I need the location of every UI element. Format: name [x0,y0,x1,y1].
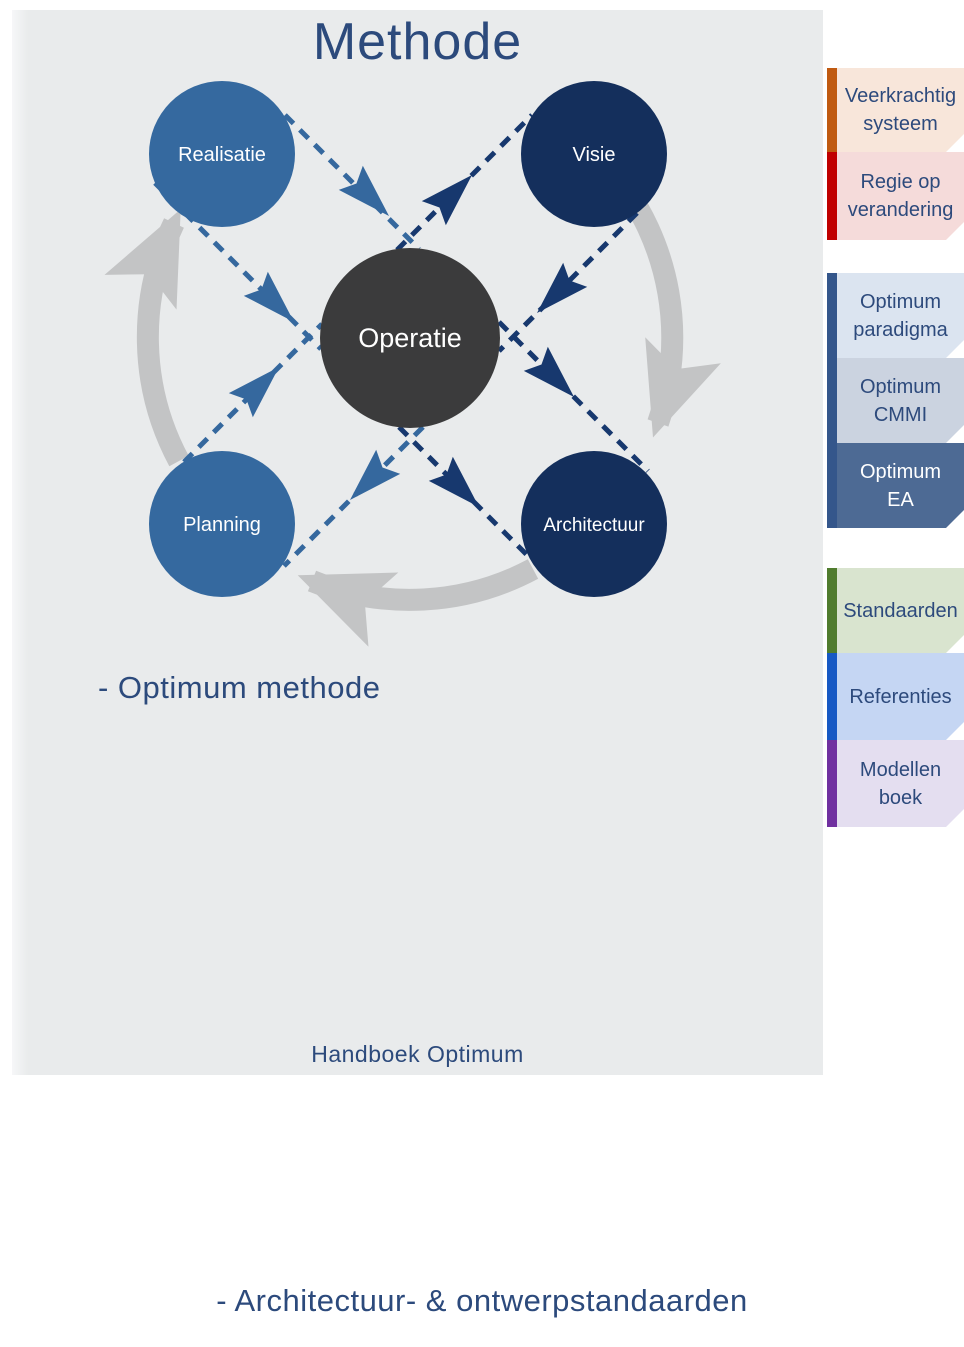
arrowhead-to-planning [350,449,401,500]
arrowhead-to-visie [421,175,472,226]
optimum-methode-note: - Optimum methode [98,670,381,705]
arrowhead-to-architectuur-upper [523,346,574,397]
tab-label-line: systeem [863,113,938,135]
tab-modellen-boek[interactable]: Modellen boek [827,740,964,827]
page-title: Methode [312,13,523,71]
tab-color-bar [827,358,837,443]
tab-label-line: Optimum [859,290,942,313]
arrowhead-to-operatie-from-planning [228,367,279,418]
tab-label-line: Veerkrachtig [844,85,957,107]
dashed-visie-to-operatie [497,211,639,353]
node-operatie: Operatie [320,248,500,428]
node-architectuur: Architectuur [521,451,667,597]
handbook-footer: Handboek Optimum [311,1041,524,1067]
dashed-operatie-to-planning [282,425,425,568]
dashed-arrowheads [228,165,588,507]
tab-label-line: verandering [847,199,954,221]
tab-color-bar [827,443,837,528]
arrowhead-to-operatie-from-realisatie-lower [243,271,294,322]
tab-color-bar [827,273,837,358]
tab-color-bar [827,653,837,740]
arrowhead-to-operatie-from-visie [537,262,588,313]
tab-label-line: boek [878,786,923,809]
node-operatie-label: Operatie [358,323,462,353]
arrowhead-to-operatie-from-realisatie [338,165,389,216]
tab-label-line: Regie op [860,171,941,193]
tab-veerkrachtig-systeem[interactable]: Veerkrachtig systeem [827,68,964,152]
dashed-planning-to-operatie [182,322,324,464]
arrowhead-to-architectuur-lower [428,456,479,507]
node-realisatie: Realisatie [149,81,295,227]
cycle-arrow-architectuur-to-planning [297,559,539,647]
tab-standaarden[interactable]: Standaarden [827,568,964,653]
node-visie-label: Visie [573,144,616,166]
tab-regie-op-verandering[interactable]: Regie op verandering [827,152,964,240]
cycle-arrow-planning-to-realisatie [104,209,189,467]
tab-label-line: Modellen [859,758,942,781]
tab-color-bar [827,68,837,152]
tab-label-line: Referenties [849,685,952,708]
tab-color-bar [827,568,837,653]
tab-label-line: Optimum [859,375,942,398]
tab-label-line: Standaarden [843,599,958,622]
node-planning: Planning [149,451,295,597]
node-planning-label: Planning [183,514,261,536]
tab-referenties[interactable]: Referenties [827,653,964,740]
slide-caption: - Architectuur- & ontwerpstandaarden [216,1283,748,1318]
tab-optimum-paradigma[interactable]: Optimum paradigma [827,273,964,358]
method-cycle-diagram: Realisatie Visie Planning Architectuur O… [104,81,721,647]
handbook-page: Methode [12,10,823,1075]
tab-label-line: EA [887,488,914,511]
tab-label-line: CMMI [873,403,928,426]
tab-color-bar [827,740,837,827]
node-visie: Visie [521,81,667,227]
tab-label-line: Optimum [859,460,942,483]
tab-color-bar [827,152,837,240]
node-realisatie-label: Realisatie [178,144,266,166]
tab-label-line: paradigma [853,318,948,341]
node-architectuur-label: Architectuur [543,515,645,536]
dashed-realisatie-to-operatie-upper [283,113,421,251]
